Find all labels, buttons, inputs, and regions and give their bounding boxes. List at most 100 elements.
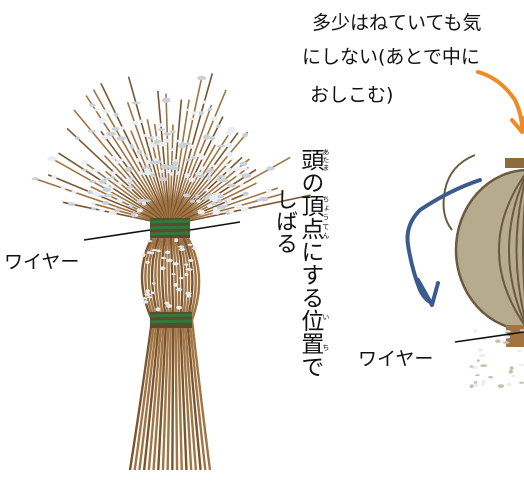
straw-strand — [169, 99, 190, 226]
seed-speckle — [157, 128, 165, 132]
seed-speckle — [153, 158, 159, 162]
seed-speckle — [188, 177, 196, 183]
seed-speckle — [104, 193, 114, 198]
seed-speckle — [92, 108, 99, 112]
straw-strand — [169, 158, 233, 226]
straw-strand — [169, 144, 216, 226]
seed-speckle — [97, 117, 107, 124]
seed-speckle — [91, 168, 101, 173]
wire-left-label: ワイヤー — [4, 251, 80, 273]
tie-pointer — [189, 221, 241, 231]
seed-speckle — [125, 166, 133, 172]
seed-speckle — [171, 161, 180, 166]
seed-speckle — [178, 247, 186, 251]
seed-speckle — [136, 208, 143, 213]
straw-strand — [33, 177, 171, 226]
seed-speckle — [171, 166, 179, 170]
seed-speckle — [171, 273, 176, 276]
rope-head-illustration — [442, 154, 524, 389]
seed-speckle — [225, 130, 234, 136]
seed-speckle — [469, 384, 474, 389]
straw-strand — [169, 73, 214, 226]
straw-strand — [103, 155, 171, 226]
seed-speckle — [235, 173, 242, 177]
seed-speckle — [191, 111, 198, 115]
seed-speckle — [183, 193, 191, 198]
seed-speckle — [473, 381, 478, 384]
lower-binding-wire — [149, 312, 193, 328]
caption-base-text: 頂点 — [296, 194, 323, 240]
seed-speckle — [198, 111, 204, 116]
straw-bundle-illustration — [32, 73, 311, 471]
seed-speckle — [230, 158, 234, 161]
seed-speckle — [165, 258, 173, 263]
seed-speckle — [141, 201, 147, 206]
seed-speckle — [164, 301, 170, 305]
seed-speckle — [147, 136, 155, 140]
seed-speckle — [131, 212, 136, 218]
seed-speckle — [115, 159, 120, 165]
seed-speckle — [184, 173, 191, 177]
seed-speckle — [118, 158, 126, 162]
seed-speckle — [158, 169, 165, 174]
seed-speckle — [90, 201, 96, 206]
seed-speckle — [184, 273, 189, 276]
seed-speckle — [196, 199, 202, 203]
seed-speckle — [47, 156, 57, 162]
seed-speckle — [106, 186, 117, 189]
seed-speckle — [145, 289, 150, 294]
seed-speckle — [161, 97, 171, 103]
seed-speckle — [157, 249, 161, 253]
seed-speckle — [87, 129, 96, 133]
seed-speckle — [192, 246, 199, 250]
seed-speckle — [136, 149, 143, 154]
seed-speckle — [101, 135, 110, 139]
straw-strand — [169, 89, 227, 226]
seed-speckle — [227, 126, 237, 132]
seed-speckle — [51, 174, 57, 180]
curved-arrow-blue-head — [416, 278, 440, 307]
seed-speckle — [103, 177, 111, 181]
seed-speckle — [152, 282, 156, 285]
seed-speckle — [266, 166, 275, 171]
straw-strand — [186, 237, 212, 471]
straw-strand — [169, 132, 239, 226]
caption-segment: で — [296, 355, 323, 378]
seed-speckle — [135, 157, 141, 162]
seed-speckle — [126, 185, 133, 189]
seed-speckle — [185, 291, 192, 296]
straw-strand — [169, 237, 175, 471]
seed-speckle — [233, 203, 243, 209]
straw-strand — [130, 130, 171, 226]
seed-speckle — [116, 198, 124, 203]
seed-speckle — [207, 107, 213, 112]
seed-speckle — [215, 124, 221, 128]
seed-speckle — [98, 179, 107, 184]
seed-speckle — [175, 171, 181, 175]
seed-speckle — [141, 252, 146, 257]
seed-speckle — [211, 202, 217, 206]
seed-speckle — [91, 207, 96, 211]
curved-arrow-blue — [405, 178, 482, 305]
seed-speckle — [146, 240, 153, 243]
seed-speckle — [131, 101, 141, 105]
seed-speckle — [160, 256, 167, 260]
seed-speckle — [150, 173, 156, 178]
straw-strand — [104, 170, 171, 226]
seed-speckle — [488, 376, 493, 379]
seed-speckle — [242, 191, 249, 196]
seed-speckle — [241, 173, 252, 178]
seed-speckle — [91, 192, 100, 197]
seed-speckle — [517, 349, 522, 353]
seed-speckle — [478, 348, 484, 352]
straw-strand — [169, 194, 311, 226]
straw-strand — [66, 127, 171, 226]
seed-speckle — [175, 139, 180, 143]
seed-speckle — [81, 159, 89, 165]
seed-speckle — [111, 127, 120, 131]
seed-speckle — [159, 266, 166, 271]
seed-speckle — [152, 136, 161, 140]
seed-speckle — [142, 134, 148, 137]
bundle-body-strands — [128, 237, 212, 471]
straw-strand — [85, 95, 171, 226]
